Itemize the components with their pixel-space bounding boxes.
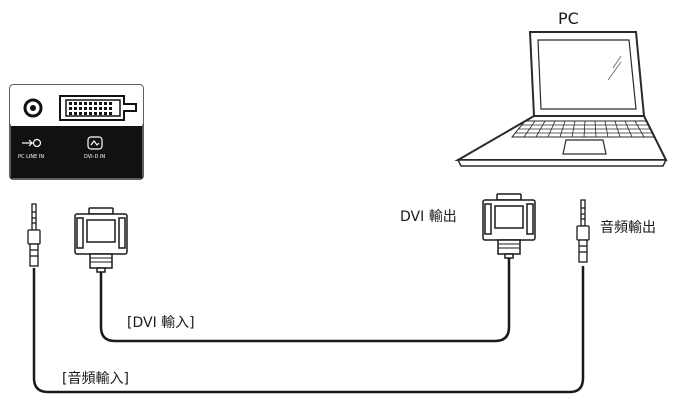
- audio-in-label: [音頻輸入]: [62, 370, 129, 387]
- audio-cable: [32, 266, 585, 394]
- dvi-d-in-label: DVI-D IN: [84, 154, 105, 160]
- dvi-in-label: [DVI 輸入]: [127, 315, 195, 331]
- dvi-connector-pc-icon: [482, 193, 536, 259]
- audio-plug-pc-icon: [576, 199, 590, 263]
- monitor-input-panel: PC LINE IN DVI-D IN: [9, 84, 144, 180]
- dvi-in-icon: [87, 136, 103, 150]
- laptop-icon: [454, 31, 668, 167]
- pc-line-in-label: PC LINE IN: [18, 154, 44, 160]
- pc-label: PC: [558, 9, 579, 28]
- audio-out-label: 音頻輸出: [600, 219, 656, 236]
- dvi-port-icon: [59, 95, 137, 121]
- dvi-connector-monitor-icon: [74, 207, 128, 273]
- line-in-icon: [22, 138, 42, 148]
- dvi-out-label: DVI 輸出: [400, 209, 457, 225]
- audio-plug-monitor-icon: [27, 203, 41, 267]
- dvi-cable: [99, 256, 511, 343]
